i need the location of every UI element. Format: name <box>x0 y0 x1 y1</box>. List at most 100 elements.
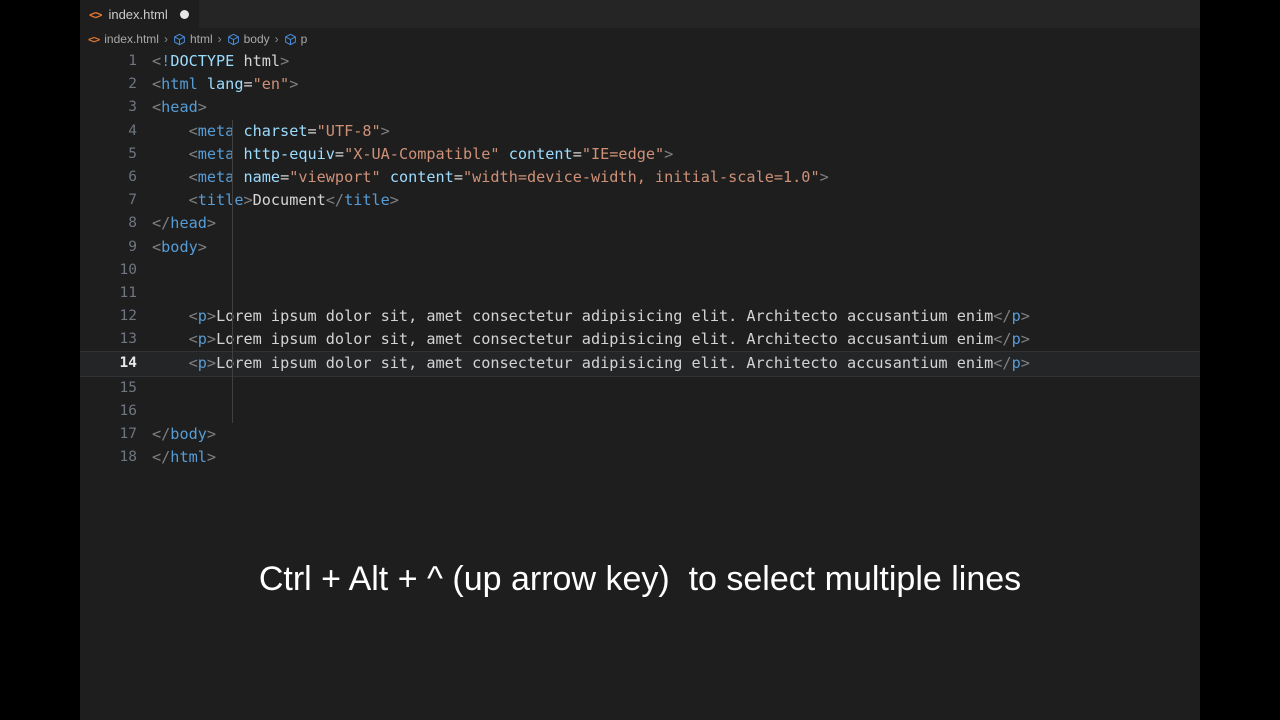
code-token: < <box>188 167 198 186</box>
code-token: > <box>197 98 207 117</box>
code-line[interactable]: 6<meta name="viewport" content="width=de… <box>80 166 1200 189</box>
code-token: < <box>188 144 198 163</box>
code-token: </ <box>152 425 171 443</box>
code-token: > <box>206 354 217 373</box>
code-line[interactable]: 5<meta http-equiv="X-UA-Compatible" cont… <box>80 143 1200 166</box>
line-number: 5 <box>128 145 137 162</box>
code-token: meta <box>197 121 235 140</box>
code-token: body <box>170 425 207 443</box>
code-text: <p>Lorem ipsum dolor sit, amet consectet… <box>189 305 1030 328</box>
line-number: 18 <box>119 449 137 466</box>
code-line[interactable]: 1 <!DOCTYPE html> <box>80 50 1200 73</box>
code-token: > <box>1020 354 1030 373</box>
code-text: </body> <box>152 423 216 446</box>
code-token: = <box>572 144 582 163</box>
code-line[interactable]: 10 <box>80 259 1200 282</box>
code-token: content <box>508 144 573 163</box>
line-number: 4 <box>128 122 137 139</box>
line-number: 13 <box>119 331 137 348</box>
symbol-cube-icon <box>173 33 186 46</box>
line-number: 14 <box>119 355 137 372</box>
code-token: "en" <box>252 75 290 94</box>
line-number: 7 <box>128 192 137 209</box>
code-token: title <box>197 191 244 210</box>
symbol-cube-icon <box>227 33 240 46</box>
code-token: p <box>1011 330 1021 349</box>
breadcrumb-label-p: p <box>300 32 308 46</box>
code-line[interactable]: 4 <meta charset="UTF-8"> <box>80 120 1200 143</box>
code-text: <meta http-equiv="X-UA-Compatible" conte… <box>189 143 674 166</box>
code-token: head <box>170 214 207 233</box>
code-token: "X-UA-Compatible" <box>344 144 500 163</box>
breadcrumb-item-body[interactable]: body <box>227 32 270 46</box>
code-token <box>198 75 207 93</box>
code-token: = <box>453 167 463 186</box>
breadcrumb-item-file[interactable]: <> index.html <box>88 32 159 46</box>
code-token: > <box>1020 330 1030 349</box>
code-line[interactable]: 14<p>Lorem ipsum dolor sit, amet consect… <box>80 351 1200 377</box>
code-text: <head> <box>152 96 207 119</box>
code-line[interactable]: 8 </head> <box>80 212 1200 235</box>
code-token: = <box>307 121 317 140</box>
html-file-icon: <> <box>88 32 100 46</box>
code-token: < <box>152 52 162 70</box>
code-token: html <box>243 52 281 70</box>
code-line[interactable]: 11 <box>80 282 1200 305</box>
code-line[interactable]: 9<body> <box>80 236 1200 259</box>
line-number: 10 <box>119 261 137 278</box>
breadcrumb-separator: › <box>217 32 222 46</box>
line-number: 1 <box>128 53 137 69</box>
code-token: html <box>170 448 207 467</box>
code-token: body <box>161 237 198 256</box>
code-line[interactable]: 18</html> <box>80 446 1200 469</box>
line-number: 12 <box>119 308 137 325</box>
code-token: < <box>188 191 198 210</box>
code-editor[interactable]: 1<!DOCTYPE html>2<html lang="en">3<head>… <box>80 50 1200 720</box>
code-token: </ <box>993 354 1012 373</box>
code-text: <meta name="viewport" content="width=dev… <box>189 166 829 189</box>
breadcrumb-item-p[interactable]: p <box>284 32 308 46</box>
code-text: <meta charset="UTF-8"> <box>189 120 390 143</box>
code-token: < <box>152 75 162 94</box>
code-line[interactable]: 17</body> <box>80 423 1200 446</box>
code-line[interactable]: 12 <p>Lorem ipsum dolor sit, amet consect… <box>80 305 1200 328</box>
code-token: > <box>389 191 399 210</box>
breadcrumb-separator: › <box>163 32 168 46</box>
code-token: p <box>1011 354 1021 373</box>
code-token: charset <box>243 121 308 140</box>
code-token: p <box>197 354 207 373</box>
code-line[interactable]: 13<p>Lorem ipsum dolor sit, amet consect… <box>80 328 1200 351</box>
code-token: meta <box>197 144 235 163</box>
symbol-cube-icon <box>284 33 297 46</box>
breadcrumb-label-body: body <box>243 32 270 46</box>
breadcrumb: <> index.html › html › body › <box>80 28 1200 50</box>
code-line[interactable]: 3<head> <box>80 96 1200 119</box>
caption-text: Ctrl + Alt + ^ (up arrow key) to select … <box>258 560 1022 598</box>
code-token: "UTF-8" <box>316 121 381 140</box>
code-token: > <box>206 214 217 233</box>
code-line[interactable]: 7<title>Document</title> <box>80 189 1200 212</box>
code-token: > <box>1020 307 1030 326</box>
code-token: content <box>389 167 454 186</box>
code-token: Document <box>252 191 326 210</box>
line-number: 8 <box>128 215 137 232</box>
code-text: <!DOCTYPE html> <box>152 50 289 73</box>
tab-index-html[interactable]: <> index.html <box>80 0 199 28</box>
breadcrumb-item-html[interactable]: html <box>173 32 213 46</box>
code-line[interactable]: 15 <box>80 377 1200 400</box>
line-number: 16 <box>119 402 137 419</box>
unsaved-indicator-dot[interactable] <box>179 10 189 19</box>
code-token: ! <box>161 52 171 70</box>
editor-tab-bar: <> index.html <box>80 0 1200 28</box>
code-token: = <box>243 75 253 94</box>
breadcrumb-label-file: index.html <box>104 32 159 46</box>
code-line[interactable]: 16 <box>80 400 1200 423</box>
code-token <box>500 145 509 163</box>
code-line[interactable]: 2<html lang="en"> <box>80 73 1200 96</box>
line-number: 15 <box>119 379 137 396</box>
code-token: DOCTYPE <box>170 52 235 70</box>
code-token: </ <box>152 214 171 233</box>
html-file-icon: <> <box>89 7 102 22</box>
code-token: html <box>161 75 198 94</box>
line-number: 11 <box>119 284 137 301</box>
